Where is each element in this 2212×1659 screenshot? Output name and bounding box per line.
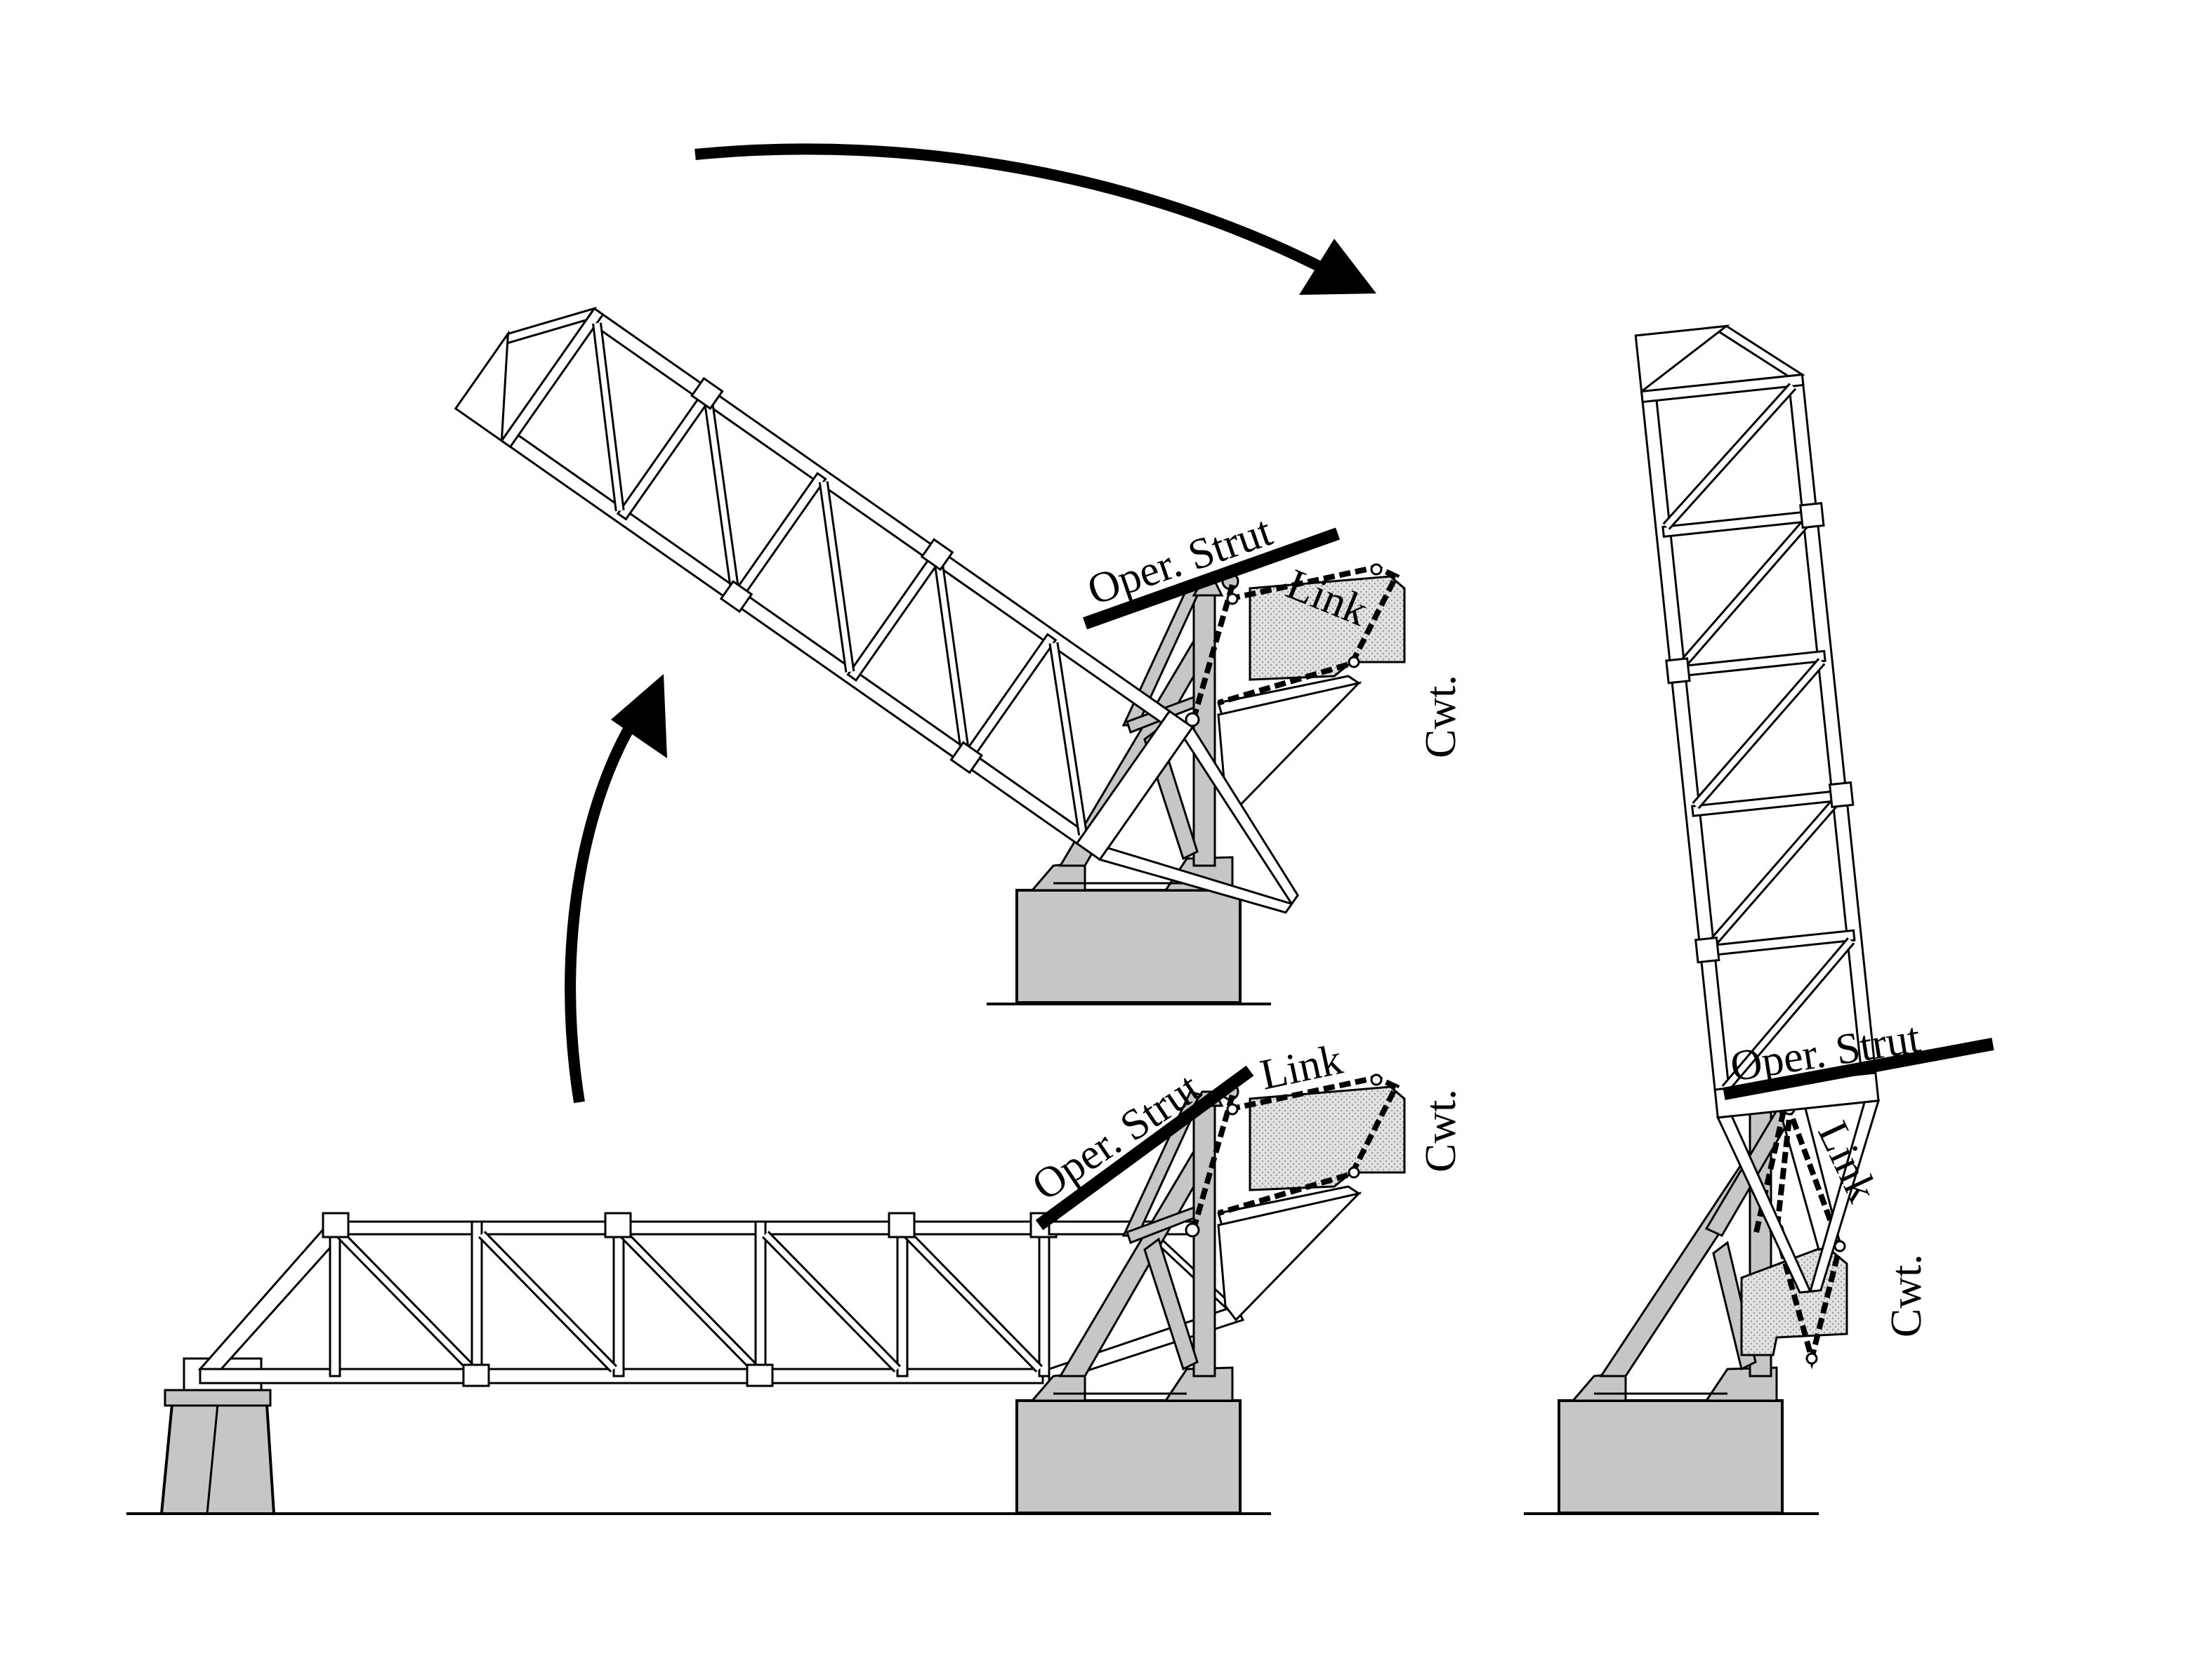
bridge-raising-position: Oper. Strut Link Cwt.	[454, 272, 1465, 1005]
operating-strut-closed	[1035, 1065, 1254, 1231]
truss-span-closed	[197, 1212, 1245, 1387]
label-cwt-open: Cwt.	[1883, 1254, 1930, 1337]
bridge-closed-position: Oper. Strut Link Cwt.	[126, 1036, 1465, 1514]
label-cwt-closed: Cwt.	[1417, 1089, 1465, 1172]
operating-strut-open	[1723, 1038, 1994, 1100]
label-oper-strut-raising: Oper. Strut	[1081, 507, 1277, 614]
curved-arrow-icon	[694, 143, 1376, 295]
label-cwt-raising: Cwt.	[1417, 675, 1465, 758]
bridge-open-position: Oper. Strut Link Cwt.	[1524, 318, 1994, 1515]
operating-strut-raising	[1082, 527, 1341, 630]
curved-arrow-icon	[565, 674, 667, 1104]
